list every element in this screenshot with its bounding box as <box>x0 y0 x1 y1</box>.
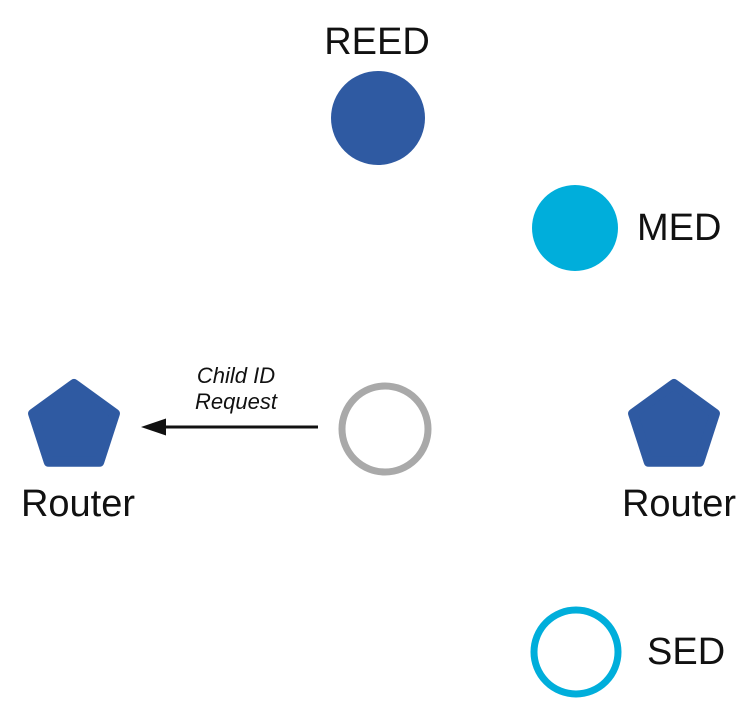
router-left-pentagon <box>28 379 120 467</box>
router-right-node-label: Router <box>621 483 737 525</box>
router-right-pentagon <box>628 379 720 467</box>
router-left-node-label: Router <box>20 483 136 525</box>
reed-node-label: REED <box>324 21 430 63</box>
child-id-request-label-line2: Request <box>195 389 277 414</box>
joining-device-circle <box>338 382 432 476</box>
med-node-circle <box>532 185 618 271</box>
child-id-request-arrowhead <box>141 418 166 436</box>
sed-node-circle <box>530 606 622 698</box>
reed-node-circle <box>331 71 425 165</box>
med-node-label: MED <box>637 207 722 249</box>
child-id-request-label-line1: Child ID <box>196 363 276 388</box>
child-id-request-label: Child ID Request <box>136 363 336 415</box>
sed-node-label: SED <box>647 631 726 673</box>
